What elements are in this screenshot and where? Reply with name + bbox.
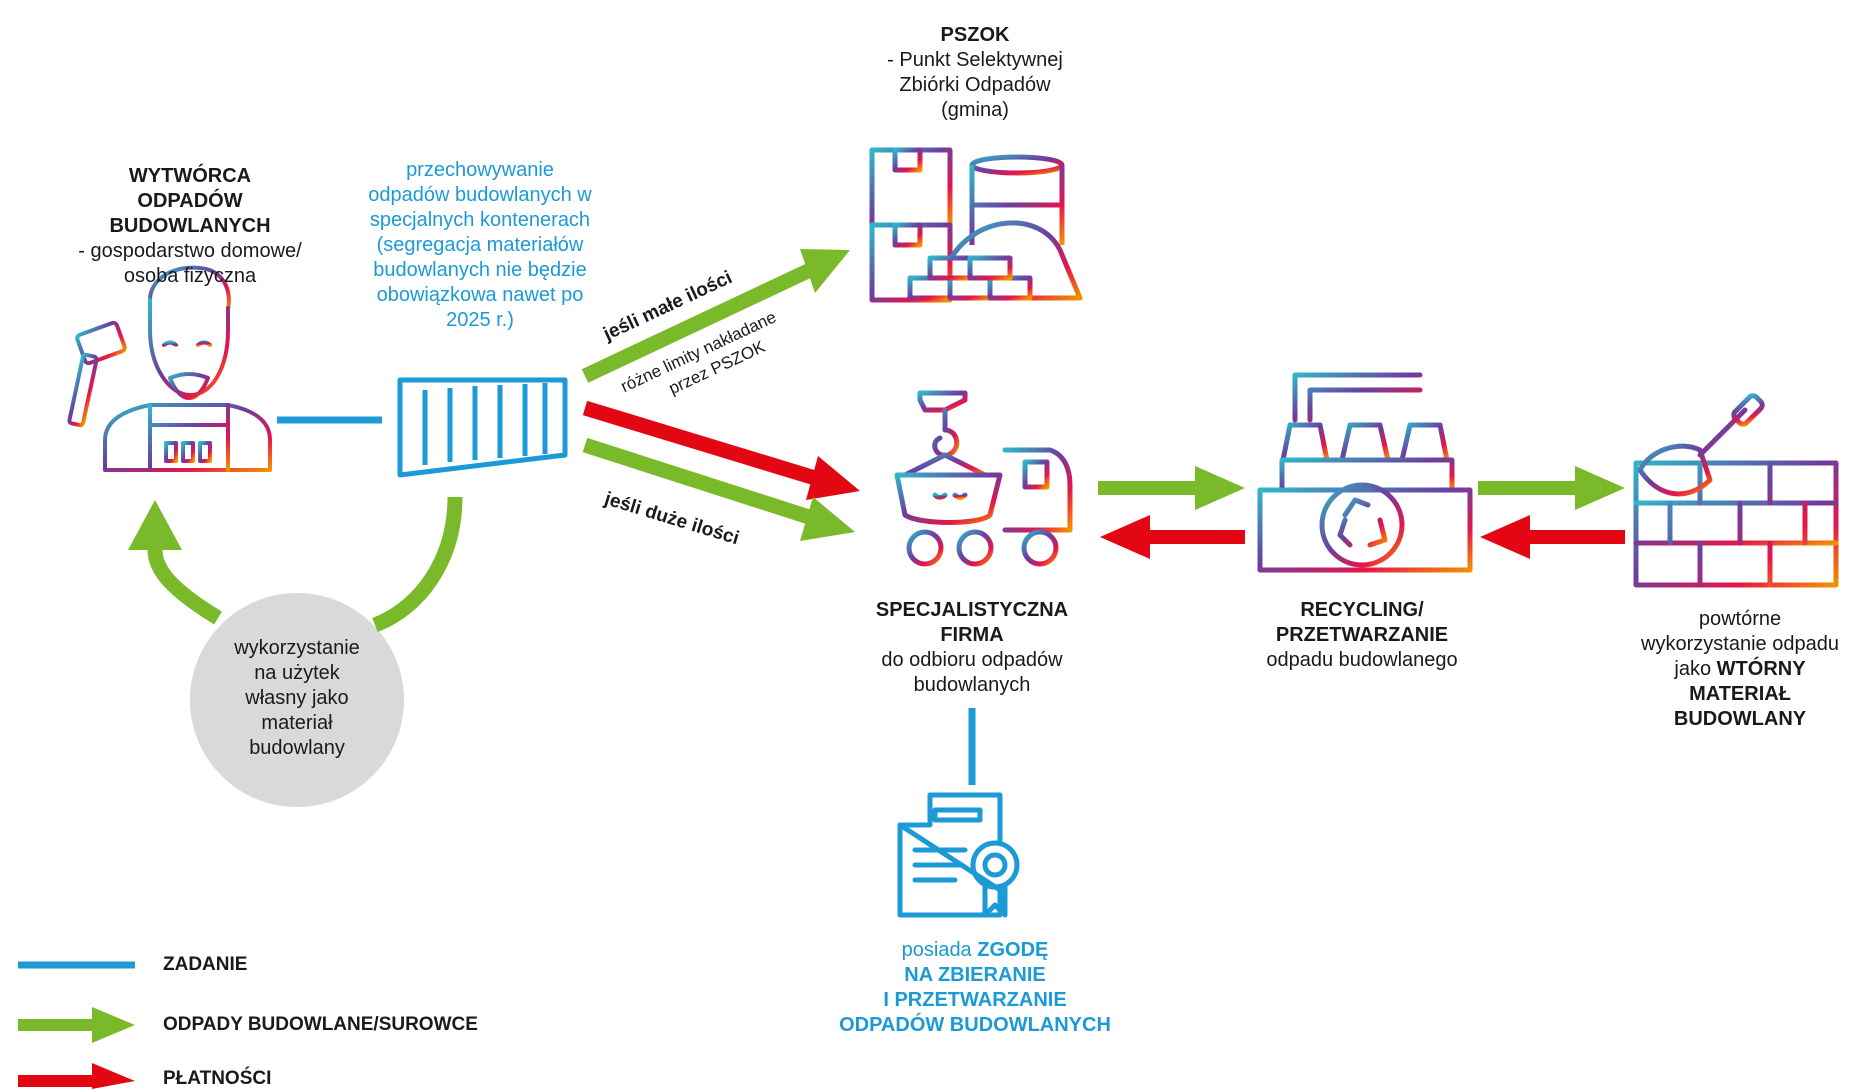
own-use-line5: budowlany [249,737,345,759]
arrow-payment-from-recycling [1100,515,1245,559]
worker-with-hammer-icon [67,265,272,472]
secondary-title-line2: MATERIAŁ [1689,683,1791,705]
arrow-payment-from-secondary [1480,515,1625,559]
permit-line1: posiada ZGODĘ [790,938,1160,963]
legend-waste-label: ODPADY BUDOWLANE/SUROWCE [163,1014,478,1035]
secondary-label: powtórne wykorzystanie odpadu jako WTÓRN… [1612,607,1868,732]
company-line2: budowlanych [913,674,1031,696]
arrow-waste-to-recycling [1098,466,1245,510]
pszok-label: PSZOK - Punkt Selektywnej Zbiórki Odpadó… [855,23,1095,123]
pszok-title: PSZOK [940,24,1010,46]
own-use-line3: własny jako [245,687,349,709]
producer-title-line2: ODPADÓW [137,190,243,212]
secondary-line2: wykorzystanie odpadu [1641,633,1839,655]
own-use-circle [190,593,404,807]
company-title-line2: FIRMA [940,624,1004,646]
company-line1: do odbioru odpadów [881,649,1063,671]
own-use-line2: na użytek [254,662,340,684]
own-use-line1: wykorzystanie [234,637,360,659]
recycling-label: RECYCLING/ PRZETWARZANIE odpadu budowlan… [1227,598,1497,673]
secondary-title-line1: WTÓRNY [1716,658,1806,680]
arrow-large-amounts [582,437,855,541]
permit-title-line1: ZGODĘ [977,939,1049,961]
company-label: SPECJALISTYCZNA FIRMA do odbioru odpadów… [837,598,1107,698]
storage-line5: budowlanych nie będzie [373,259,587,281]
producer-subtitle-line1: - gospodarstwo domowe/ [78,240,302,262]
storage-line1: przechowywanie [406,159,554,181]
recycling-factory-icon [1257,372,1473,573]
storage-description: przechowywanie odpadów budowlanych w spe… [335,158,625,333]
pszok-line3: (gmina) [941,99,1009,121]
certificate-document-icon [897,792,1020,918]
arrow-payment-company [582,400,860,500]
storage-line3: specjalnych kontenerach [369,209,591,231]
own-use-label: wykorzystanie na użytek własny jako mate… [197,636,397,761]
company-title-line1: SPECJALISTYCZNA [875,599,1069,621]
secondary-line1: powtórne [1698,608,1782,630]
secondary-title-line3: BUDOWLANY [1673,708,1807,730]
legend-waste-arrow [18,1007,135,1043]
permit-label: posiada ZGODĘ NA ZBIERANIE I PRZETWARZAN… [790,938,1160,1038]
pszok-line2: Zbiórki Odpadów [899,74,1051,96]
legend-payment-label: PŁATNOŚCI [163,1068,272,1089]
legend-payment-arrow [18,1063,135,1089]
secondary-prefix: jako [1674,658,1717,680]
boxes-barrels-bricks-icon [869,147,1083,303]
permit-title-line2: NA ZBIERANIE [904,964,1046,986]
secondary-line3: jako WTÓRNY [1612,657,1868,682]
recycling-line1: odpadu budowlanego [1266,649,1458,671]
producer-title-line3: BUDOWLANYCH [109,215,271,237]
crane-truck-icon [894,390,1073,567]
recycling-title-line1: RECYCLING/ [1300,599,1424,621]
recycling-title-line2: PRZETWARZANIE [1275,624,1449,646]
permit-title-line3: I PRZETWARZANIE [883,989,1067,1011]
own-use-loop-arrow [128,496,463,633]
arrow-small-amounts [581,249,850,383]
shipping-container-icon [397,377,568,478]
storage-line4: (segregacja materiałów [376,234,584,256]
arrow-waste-to-secondary [1478,466,1625,510]
permit-prefix: posiada [901,939,978,961]
brick-wall-trowel-icon [1633,393,1839,588]
permit-title-line4: ODPADÓW BUDOWLANYCH [839,1014,1111,1036]
producer-title-line1: WYTWÓRCA [128,165,252,187]
producer-subtitle-line2: osoba fizyczna [123,265,257,287]
storage-line2: odpadów budowlanych w [368,184,592,206]
pszok-line1: - Punkt Selektywnej [887,49,1063,71]
storage-line6: obowiązkowa nawet po [376,284,584,306]
storage-line7: 2025 r.) [446,309,514,331]
legend-task-label: ZADANIE [163,954,248,975]
producer-label: WYTWÓRCA ODPADÓW BUDOWLANYCH - gospodars… [70,164,310,289]
own-use-line4: materiał [261,712,333,734]
